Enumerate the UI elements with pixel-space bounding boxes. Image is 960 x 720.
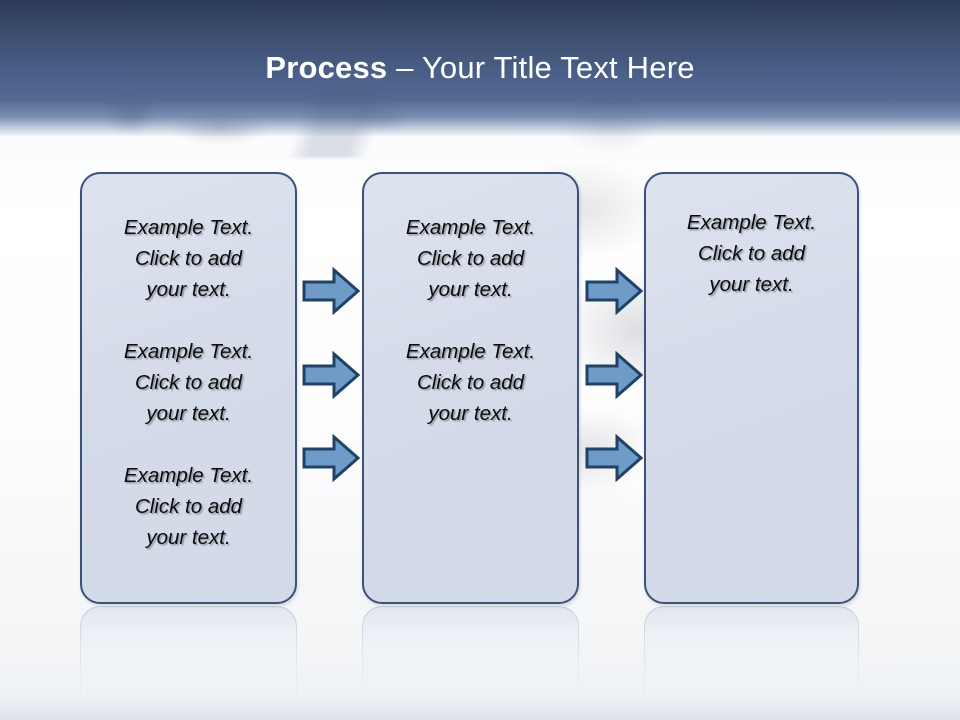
process-box-2-paragraph-2[interactable]: Example Text. Click to add your text. [405,340,536,425]
arrow-2-1-icon[interactable] [585,267,643,315]
process-box-1-paragraph-3[interactable]: Example Text. Click to add your text. [123,464,254,549]
floor-shadow [0,700,960,720]
process-box-1[interactable]: Example Text. Click to add your text. Ex… [80,172,297,604]
page-title-rest: – Your Title Text Here [387,50,695,85]
page-title: Process – Your Title Text Here [0,50,960,86]
page-title-strong: Process [265,50,388,85]
process-box-2-paragraph-1[interactable]: Example Text. Click to add your text. [405,216,536,301]
arrow-2-2-icon[interactable] [585,351,643,399]
process-box-2[interactable]: Example Text. Click to add your text. Ex… [362,172,579,604]
process-box-3-text[interactable]: Example Text. Click to add your text. [646,207,857,300]
arrow-1-3-icon[interactable] [302,434,360,482]
arrow-1-1-icon[interactable] [302,267,360,315]
process-box-2-text[interactable]: Example Text. Click to add your text. Ex… [364,212,577,429]
process-box-1-paragraph-1[interactable]: Example Text. Click to add your text. [123,216,254,301]
arrow-2-3-icon[interactable] [585,434,643,482]
arrow-1-2-icon[interactable] [302,351,360,399]
process-box-3[interactable]: Example Text. Click to add your text. [644,172,859,604]
process-box-1-text[interactable]: Example Text. Click to add your text. Ex… [82,212,295,553]
process-box-3-paragraph-1[interactable]: Example Text. Click to add your text. [686,211,817,296]
process-box-1-paragraph-2[interactable]: Example Text. Click to add your text. [123,340,254,425]
